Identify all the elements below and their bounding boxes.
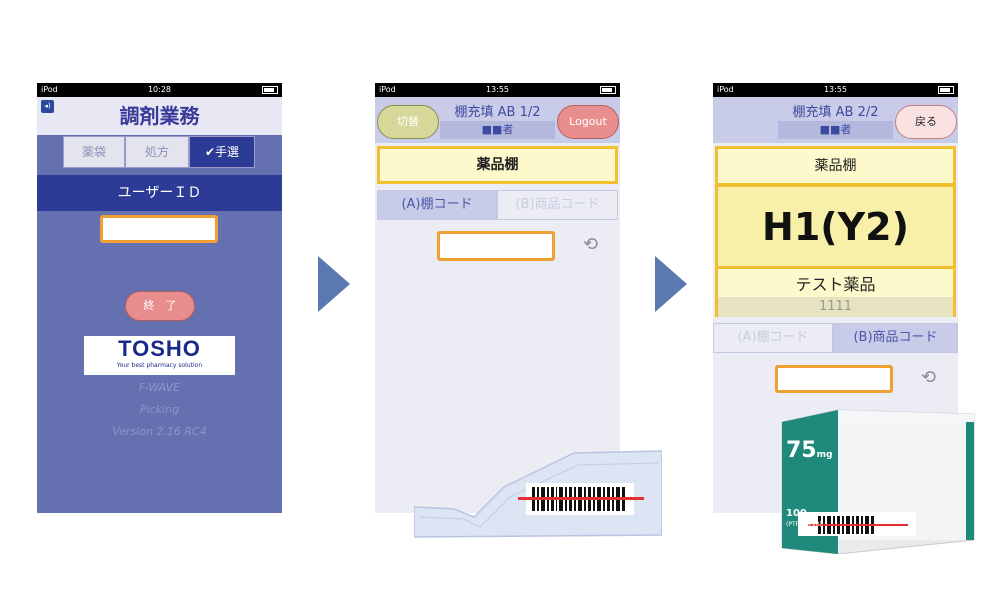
back-button[interactable]: 戻る — [895, 105, 957, 139]
nav-title: 棚充填 AB 2/2 — [792, 105, 879, 120]
userid-label: ユーザーＩＤ — [37, 175, 282, 211]
nav-bar: 棚充填 AB 2/2 ■■者 — [713, 97, 958, 143]
scan-tabs: (A)棚コード (B)商品コード — [713, 323, 958, 353]
medicine-tray-image — [414, 450, 662, 538]
switch-button[interactable]: 切替 — [377, 105, 439, 139]
tosho-logo: TOSHO Your best pharmacy solution — [84, 336, 235, 375]
clock-label: 13:55 — [823, 85, 848, 94]
status-bar: iPod 13:55 — [375, 83, 620, 97]
nav-operator: ■■者 — [778, 121, 893, 139]
tab-shelf-code[interactable]: (A)棚コード — [377, 190, 497, 220]
box-shape — [781, 409, 975, 554]
clear-icon[interactable]: ⟲ — [921, 367, 937, 388]
logo-tagline: Your best pharmacy solution — [116, 362, 203, 369]
status-bar: iPod 10:28 — [37, 83, 282, 97]
segment-prescription[interactable]: 処方 — [125, 136, 189, 168]
tab-product-code[interactable]: (B)商品コード — [497, 190, 618, 220]
carrier-label: iPod — [41, 85, 58, 94]
box-pack: (PTP10×10) — [786, 521, 822, 528]
medicine-box-image: 75mg 100 (PTP10×10) — [778, 408, 978, 554]
shelf-label: 薬品棚 — [377, 146, 618, 184]
shelf-code-display: H1(Y2) — [718, 187, 953, 269]
box-dose: 75mg — [786, 438, 833, 463]
shelf-code-input[interactable] — [437, 231, 555, 261]
end-button[interactable]: 終 了 — [125, 291, 195, 321]
logo-name: TOSHO — [118, 336, 201, 361]
shelf-detail-panel: H1(Y2) テスト薬品 1111 — [715, 184, 956, 317]
app-mode: Picking — [139, 403, 180, 416]
userid-input[interactable] — [100, 215, 218, 243]
page-title: 調剤業務 — [37, 97, 282, 135]
segment-medicine-bag[interactable]: 薬袋 — [63, 136, 125, 168]
shelf-label: 薬品棚 — [715, 146, 956, 186]
scan-tabs: (A)棚コード (B)商品コード — [377, 190, 618, 220]
app-name: F-WAVE — [138, 381, 181, 394]
clock-label: 10:28 — [147, 85, 172, 94]
app-version: Version 2.16 RC4 — [112, 425, 207, 438]
battery-icon — [600, 86, 616, 94]
segment-manual-select[interactable]: ✔手選 — [189, 136, 255, 168]
status-bar: iPod 13:55 — [713, 83, 958, 97]
nav-operator: ■■者 — [440, 121, 555, 139]
clock-label: 13:55 — [485, 85, 510, 94]
drug-name: テスト薬品 — [795, 275, 876, 294]
product-code-input[interactable] — [775, 365, 893, 393]
battery-icon — [938, 86, 954, 94]
phone-screen-login: iPod 10:28 調剤業務 ◂) 薬袋 処方 ✔手選 ユーザーＩＤ 終 了 … — [37, 83, 282, 513]
phone-screen-shelf-scan: iPod 13:55 棚充填 AB 1/2 ■■者 切替 Logout 薬品棚 … — [375, 83, 620, 513]
battery-icon — [262, 86, 278, 94]
tab-product-code[interactable]: (B)商品コード — [833, 323, 958, 353]
drug-number: 1111 — [718, 297, 953, 317]
flow-arrow-icon — [318, 256, 350, 312]
carrier-label: iPod — [379, 85, 396, 94]
clear-icon[interactable]: ⟲ — [583, 234, 599, 255]
nav-title: 棚充填 AB 1/2 — [454, 105, 541, 120]
carrier-label: iPod — [717, 85, 734, 94]
box-count: 100 — [786, 508, 807, 519]
tab-shelf-code[interactable]: (A)棚コード — [713, 323, 833, 353]
speaker-icon[interactable]: ◂) — [41, 100, 54, 113]
logout-button[interactable]: Logout — [557, 105, 619, 139]
flow-arrow-icon — [655, 256, 687, 312]
